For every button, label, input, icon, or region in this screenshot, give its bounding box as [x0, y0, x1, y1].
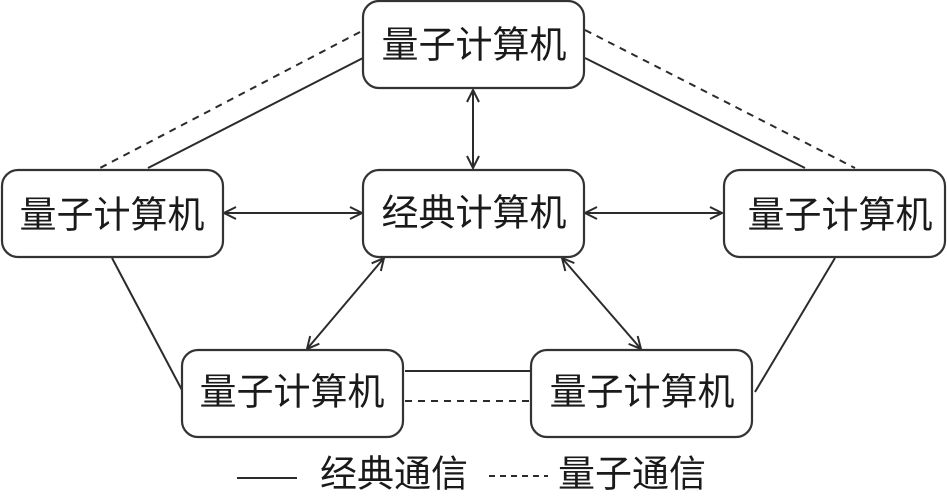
edge-top-left-classical	[147, 57, 364, 169]
legend: 经典通信 量子通信	[237, 453, 706, 496]
node-center-label: 经典计算机	[382, 192, 567, 235]
node-bottom-right-label: 量子计算机	[550, 371, 735, 414]
node-bottom-right-quantum-computer: 量子计算机	[529, 348, 754, 439]
edge-left-bottomleft-classical	[111, 257, 184, 393]
node-center-classical-computer: 经典计算机	[361, 168, 586, 259]
edge-right-bottomright-classical	[754, 257, 836, 393]
arrow-center-bottomleft	[307, 258, 384, 349]
edges	[99, 29, 856, 402]
legend-classical-label: 经典通信	[320, 453, 468, 496]
node-left-label: 量子计算机	[20, 194, 205, 237]
node-bottom-left-label: 量子计算机	[200, 371, 385, 414]
node-top-quantum-computer: 量子计算机	[361, 0, 586, 90]
node-bottom-left-quantum-computer: 量子计算机	[180, 348, 405, 439]
node-right-label: 量子计算机	[748, 194, 933, 237]
edge-top-left-quantum	[99, 31, 361, 169]
edge-top-right-quantum	[584, 29, 856, 169]
node-left-quantum-computer: 量子计算机	[0, 168, 225, 259]
arrow-center-bottomright	[562, 258, 641, 349]
legend-quantum-label: 量子通信	[558, 453, 706, 496]
node-top-label: 量子计算机	[382, 24, 567, 67]
node-right-quantum-computer: 量子计算机	[722, 168, 947, 259]
edge-top-right-classical	[584, 57, 806, 169]
